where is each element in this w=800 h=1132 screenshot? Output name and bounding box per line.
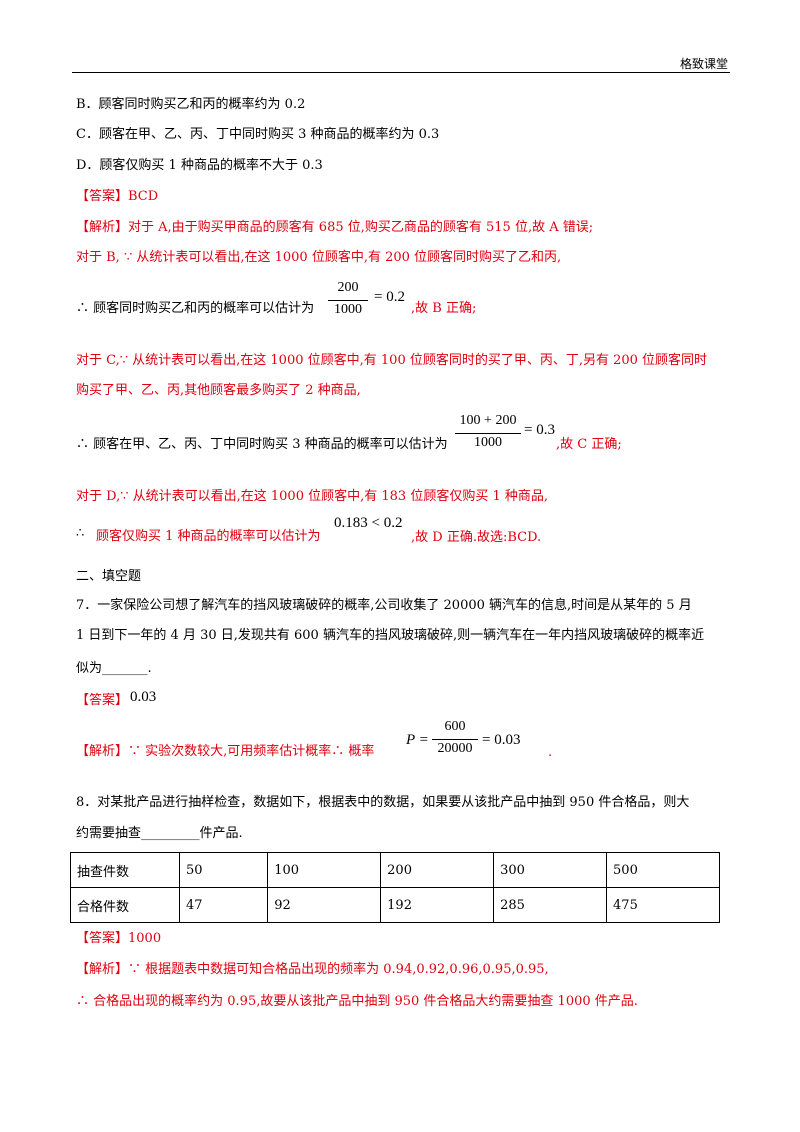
fraction-b-denominator: 1000 (334, 302, 362, 317)
q6-analysis-line7: 对于 D,∵ 从统计表可以看出,在这 1000 位顾客中,有 183 位顾客仅购… (76, 489, 548, 504)
q7-answer-value: 0.03 (130, 689, 157, 705)
fraction-b: 200 1000 (328, 280, 368, 320)
header-brand: 格致课堂 (679, 57, 728, 71)
q6-analysis-line6: ∴ 顾客在甲、乙、丙、丁中同时购买 3 种商品的概率可以估计为 (76, 436, 448, 454)
fraction-c-denominator: 1000 (474, 435, 502, 450)
table-cell: 285 (493, 887, 608, 923)
q7-line2: 1 日到下一年的 4 月 30 日,发现共有 600 辆汽车的挡风玻璃破碎,则一… (76, 628, 705, 643)
table-cell: 192 (380, 887, 495, 923)
table-cell: 300 (493, 852, 608, 888)
fraction-c-value: = 0.3 (524, 422, 555, 438)
q6-analysis-line1: 【解析】对于 A,由于购买甲商品的顾客有 685 位,购买乙商品的顾客有 515… (76, 219, 593, 237)
table-row: 合格件数 47 92 192 285 475 (70, 887, 720, 923)
q7-fraction-numerator: 600 (444, 719, 466, 734)
table-cell: 合格件数 (70, 887, 180, 923)
fraction-c: 100 + 200 1000 (455, 413, 521, 453)
q8-line1: 8．对某批产品进行抽样检查，数据如下，根据表中的数据，如果要从该批产品中抽到 9… (76, 795, 690, 810)
fraction-b-value: = 0.2 (374, 289, 405, 305)
table-cell: 500 (606, 852, 720, 888)
table-cell: 475 (606, 887, 720, 923)
q6-answer: 【答案】BCD (76, 189, 159, 204)
q6-analysis-line4: 对于 C,∵ 从统计表可以看出,在这 1000 位顾客中,有 100 位顾客同时… (76, 353, 708, 368)
q7-answer-tag: 【答案】 (76, 693, 129, 708)
table-cell: 92 (267, 887, 382, 923)
table-cell: 200 (380, 852, 495, 888)
line3-post: ,故 B 正确; (411, 301, 477, 316)
table-row: 抽查件数 50 100 200 300 500 (70, 852, 720, 888)
q6-analysis-line3: ∴ 顾客同时购买乙和丙的概率可以估计为 (76, 300, 314, 318)
table-cell: 50 (178, 852, 269, 888)
analysis-text: ∵ 根据题表中数据可知合格品出现的频率为 0.94,0.92,0.96,0.95… (128, 962, 549, 977)
q7-fraction-value: = 0.03 (482, 732, 521, 748)
analysis-tag: 【解析】 (76, 744, 129, 759)
sampling-table: 抽查件数 50 100 200 300 500 合格件数 47 92 192 2… (70, 852, 720, 923)
q8-analysis1: 【解析】∵ 根据题表中数据可知合格品出现的频率为 0.94,0.92,0.96,… (76, 961, 549, 979)
q8-line2: 约需要抽查_________件产品. (76, 826, 243, 841)
line3-pre: ∴ 顾客同时购买乙和丙的概率可以估计为 (76, 301, 315, 316)
q6-line8-post: ,故 D 正确.故选:BCD. (411, 530, 542, 545)
table-cell: 100 (267, 852, 382, 888)
q7-analysis-post: . (548, 745, 553, 760)
fraction-c-numerator: 100 + 200 (459, 413, 517, 428)
option-b: B．顾客同时购买乙和丙的概率约为 0.2 (76, 97, 306, 112)
fraction-b-numerator: 200 (337, 280, 359, 295)
q6-line8-expression: 0.183 < 0.2 (334, 515, 403, 531)
section-title: 二、填空题 (76, 569, 142, 584)
line6-post: ,故 C 正确; (556, 437, 622, 452)
analysis-tag: 【解析】 (76, 220, 129, 235)
q8-analysis2: ∴ 合格品出现的概率约为 0.95,故要从该批产品中抽到 950 件合格品大约需… (76, 994, 638, 1009)
q7-line3: 似为_______. (76, 661, 152, 676)
fraction-b-bar (328, 300, 368, 301)
analysis-text: ∵ 实验次数较大,可用频率估计概率∴ 概率 (128, 744, 375, 759)
option-d: D．顾客仅购买 1 种商品的概率不大于 0.3 (76, 158, 323, 173)
fraction-c-bar (455, 433, 521, 434)
q7-expr-p: P = (406, 732, 429, 748)
q6-analysis-line5: 购买了甲、乙、丙,其他顾客最多购买了 2 种商品, (76, 383, 361, 398)
q6-analysis-line2: 对于 B, ∵ 从统计表可以看出,在这 1000 位顾客中,有 200 位顾客同… (76, 250, 562, 265)
q8-answer: 【答案】1000 (76, 931, 162, 946)
table-cell: 47 (178, 887, 269, 923)
q6-line8-therefore: ∴ (76, 526, 85, 541)
analysis-tag: 【解析】 (76, 962, 129, 977)
therefore-symbol: ∴ 顾客在甲、乙、丙、丁中同时购买 3 种商品的概率可以估计为 (76, 437, 448, 452)
q6-line8-pre: 顾客仅购买 1 种商品的概率可以估计为 (96, 529, 321, 544)
option-c: C．顾客在甲、乙、丙、丁中同时购买 3 种商品的概率约为 0.3 (76, 127, 440, 142)
q7-line1: 7．一家保险公司想了解汽车的挡风玻璃破碎的概率,公司收集了 20000 辆汽车的… (76, 598, 692, 613)
table-cell: 抽查件数 (70, 852, 180, 888)
header-rule (72, 72, 730, 73)
q7-fraction: 600 20000 (432, 719, 478, 759)
q7-fraction-denominator: 20000 (437, 741, 473, 756)
q7-analysis: 【解析】∵ 实验次数较大,可用频率估计概率∴ 概率 (76, 743, 374, 761)
q7-fraction-bar (432, 739, 478, 740)
analysis-text: 对于 A,由于购买甲商品的顾客有 685 位,购买乙商品的顾客有 515 位,故… (128, 220, 594, 235)
